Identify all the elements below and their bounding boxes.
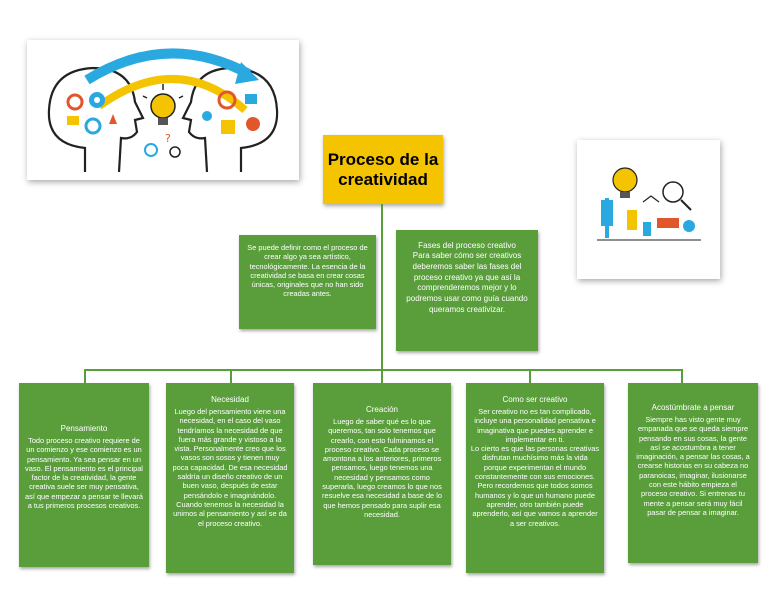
box-text: Siempre has visto gente muy empanada que… xyxy=(636,415,750,517)
connector-vertical xyxy=(381,204,383,370)
box-creacion: Creación Luego de saber qué es lo que qu… xyxy=(313,383,451,565)
connector-drop-4 xyxy=(529,369,531,383)
connector-drop-1 xyxy=(84,369,86,383)
box-heading: Necesidad xyxy=(211,395,249,404)
heads-with-gears-icon: ? xyxy=(47,48,279,173)
box-text: Luego del pensamiento viene una necesida… xyxy=(172,407,288,528)
svg-text:?: ? xyxy=(165,132,171,145)
connector-drop-3 xyxy=(381,369,383,383)
lightbulb-tools-icon xyxy=(597,167,701,241)
definition-text: Se puede definir como el proceso de crea… xyxy=(247,243,368,299)
phases-heading: Fases del proceso creativo xyxy=(418,241,516,250)
connector-drop-2 xyxy=(230,369,232,383)
phases-box: Fases del proceso creativo Para saber có… xyxy=(396,230,538,351)
box-heading: Como ser creativo xyxy=(502,395,568,404)
box-pensamiento: Pensamiento Todo proceso creativo requie… xyxy=(19,383,149,567)
connector-drop-5 xyxy=(681,369,683,383)
box-heading: Acostúmbrate a pensar xyxy=(651,403,735,412)
box-acostumbrate: Acostúmbrate a pensar Siempre has visto … xyxy=(628,383,758,563)
box-text: Ser creativo no es tan complicado, inclu… xyxy=(470,407,600,528)
box-como-ser-creativo: Como ser creativo Ser creativo no es tan… xyxy=(466,383,604,573)
box-necesidad: Necesidad Luego del pensamiento viene un… xyxy=(166,383,294,573)
tools-illustration xyxy=(577,140,720,279)
page-title: Proceso de la creatividad xyxy=(327,149,439,189)
box-text: Todo proceso creativo requiere de un com… xyxy=(25,436,143,511)
title-box: Proceso de la creatividad xyxy=(323,135,443,204)
brains-illustration: ? xyxy=(27,40,299,180)
connector-horizontal xyxy=(84,369,683,371)
phases-text: Para saber cómo ser creativos deberemos … xyxy=(406,251,528,314)
box-heading: Creación xyxy=(365,405,398,414)
box-text: Luego de saber qué es lo que queremos, t… xyxy=(322,417,442,519)
definition-box: Se puede definir como el proceso de crea… xyxy=(239,235,376,329)
box-heading: Pensamiento xyxy=(60,424,108,433)
